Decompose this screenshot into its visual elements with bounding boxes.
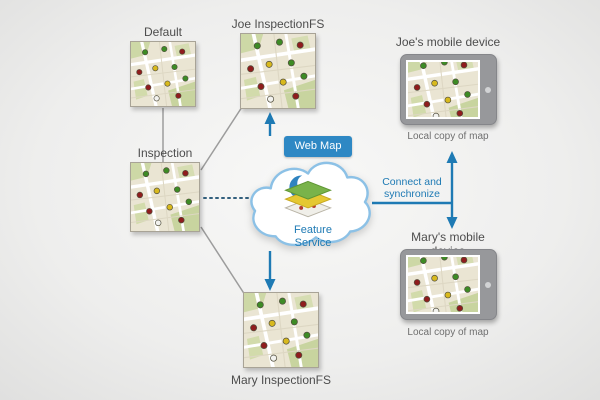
map-tile-icon (408, 257, 478, 312)
joe-fs-map-thumbnail (240, 33, 316, 109)
map-tile-icon (408, 62, 478, 117)
inspection-map-thumbnail (130, 162, 200, 232)
camera-dot-icon (485, 281, 491, 288)
inspection-to-mary-connector (200, 226, 246, 296)
mary-sync-down-arrow (264, 251, 276, 291)
camera-dot-icon (485, 86, 491, 93)
inspection-map-label: Inspection (137, 146, 193, 160)
joe-device-caption: Local copy of map (407, 131, 489, 142)
joe-fs-map-label: Joe InspectionFS (231, 17, 325, 31)
joe-device-label: Joe's mobile device (395, 35, 501, 49)
default-map-thumbnail (130, 41, 196, 107)
joe-tablet-icon (400, 54, 497, 125)
mary-device-caption: Local copy of map (407, 327, 489, 338)
feature-service-cloud-icon (250, 161, 371, 247)
connect-synchronize-label: Connect and synchronize (382, 176, 442, 200)
joe-tablet-screen (406, 60, 480, 119)
map-tile-icon (131, 42, 195, 106)
default-map-label: Default (143, 25, 183, 39)
joe-sync-up-arrow (264, 112, 276, 136)
web-map-badge: Web Map (284, 136, 352, 157)
feature-service-label: Feature Service (294, 224, 332, 249)
inspection-to-joe-connector (200, 106, 243, 171)
map-tile-icon (131, 163, 199, 231)
mary-tablet-screen (406, 255, 480, 314)
mary-fs-map-thumbnail (243, 292, 319, 368)
mary-tablet-icon (400, 249, 497, 320)
map-tile-icon (241, 34, 315, 108)
mary-fs-map-label: Mary InspectionFS (230, 373, 332, 387)
geodatabase-layers-icon (284, 174, 332, 218)
map-tile-icon (244, 293, 318, 367)
